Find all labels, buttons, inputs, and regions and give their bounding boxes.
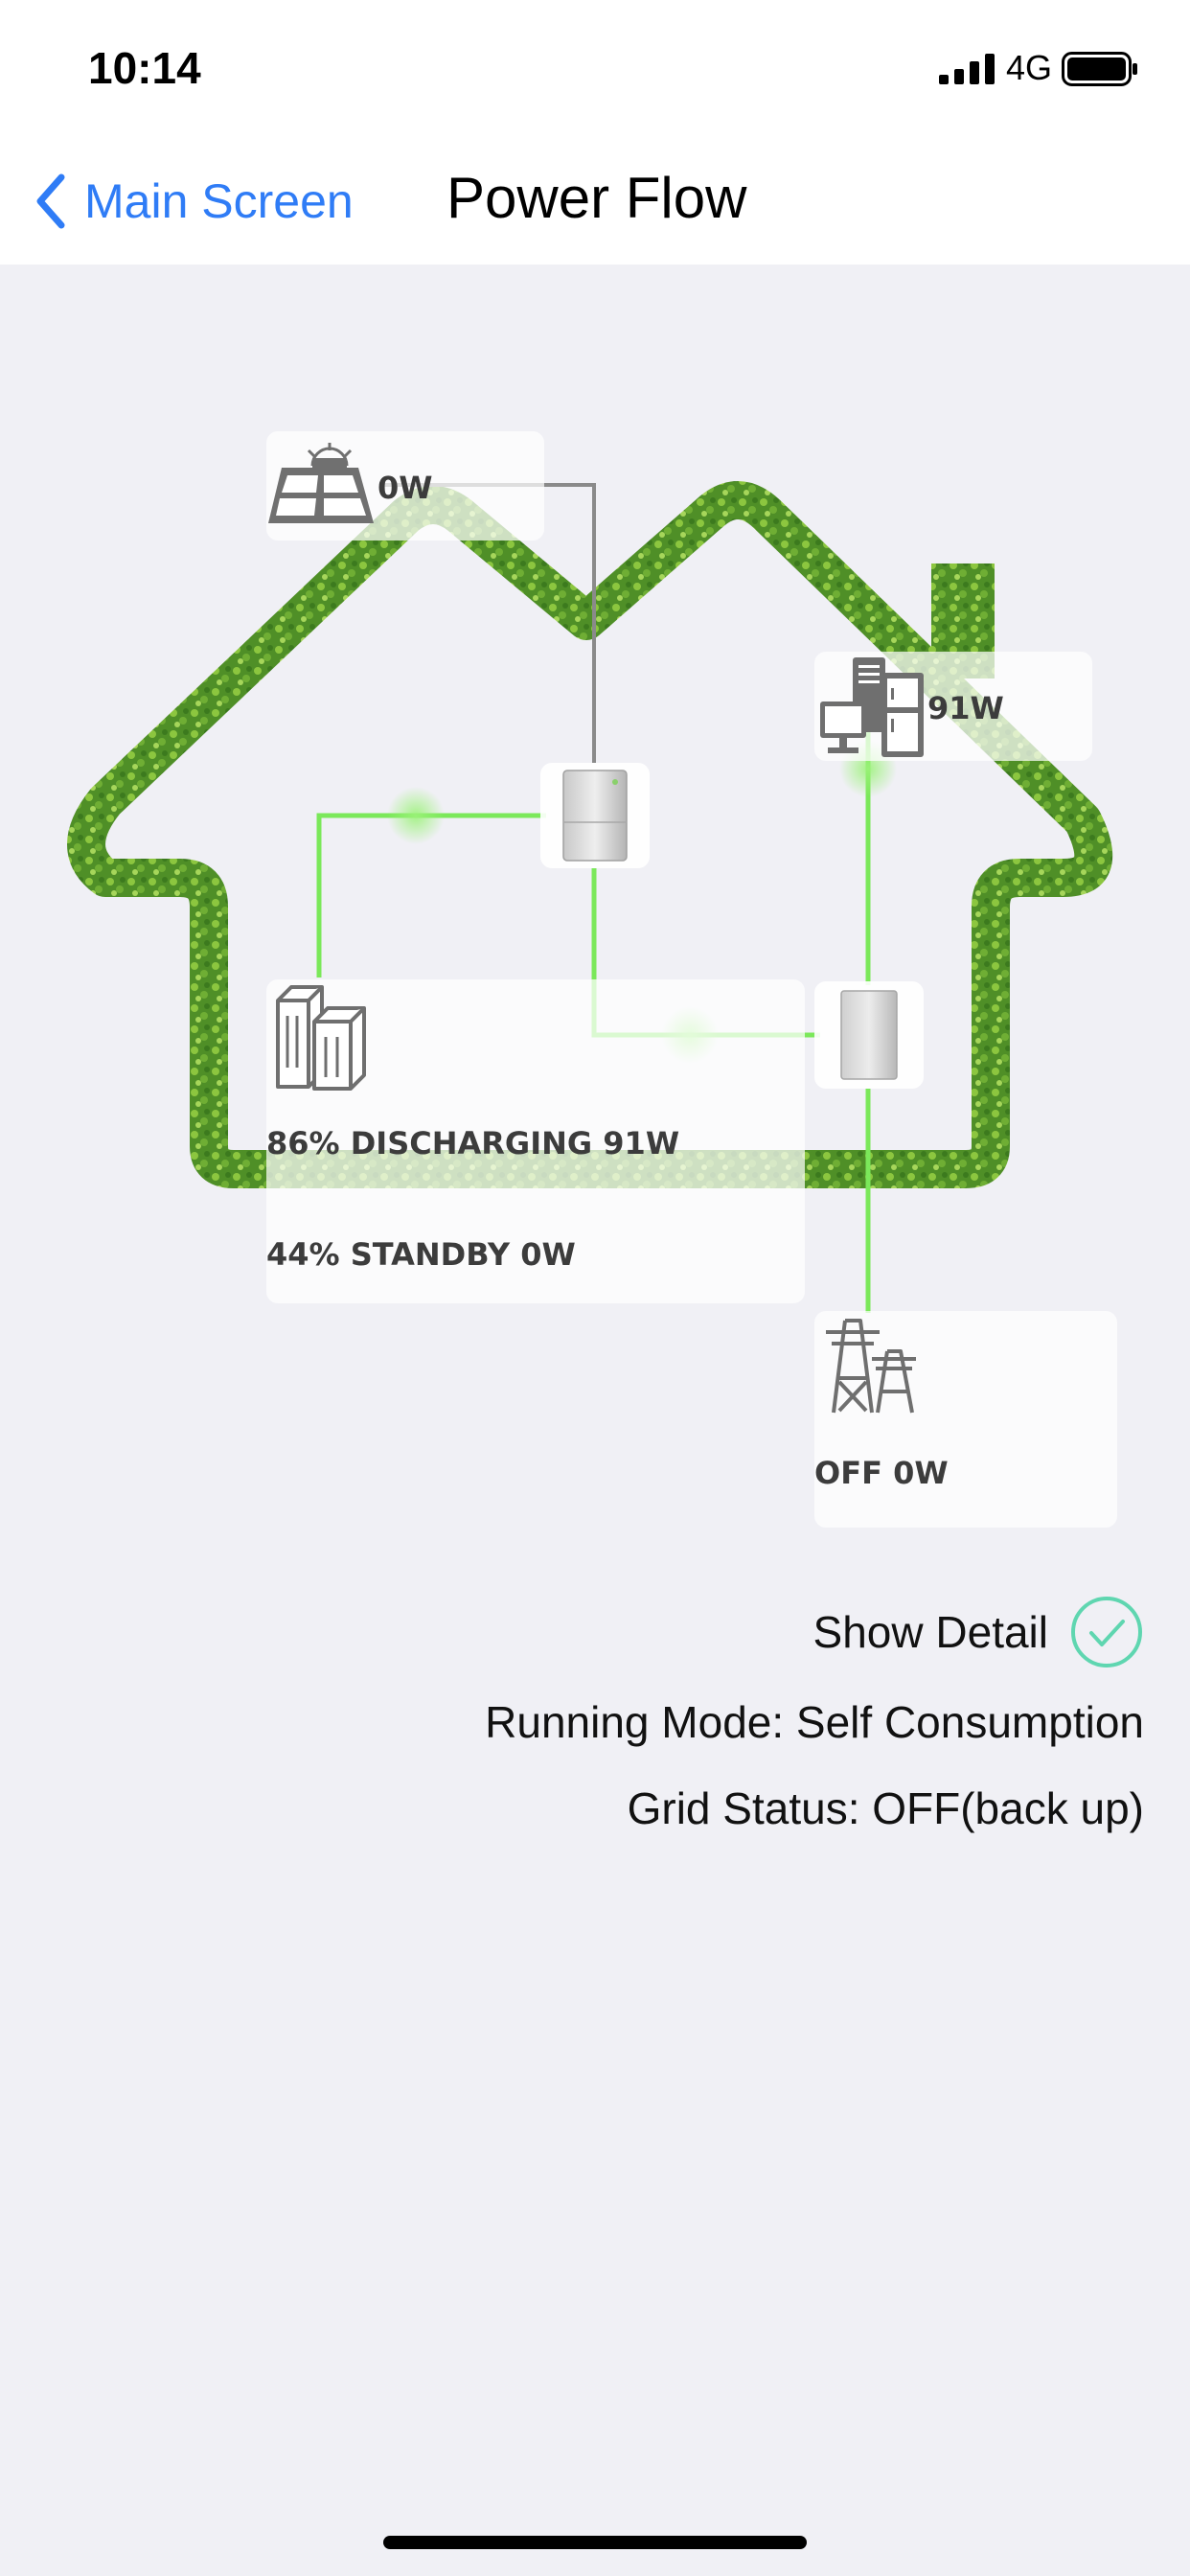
show-detail-label: Show Detail bbox=[812, 1607, 1048, 1657]
running-mode-text: Running Mode: Self Consumption bbox=[485, 1697, 1144, 1747]
battery-pack-icon bbox=[276, 985, 366, 1091]
home-load-card[interactable]: 91W bbox=[814, 652, 1092, 761]
show-detail-toggle[interactable]: Show Detail bbox=[813, 1595, 1144, 1669]
battery-card[interactable]: 86% DISCHARGING 91W 44% STANDBY 0W bbox=[266, 979, 805, 1303]
battery-status-icon bbox=[1062, 52, 1137, 86]
checkmark-circle-icon[interactable] bbox=[1069, 1595, 1144, 1669]
grid-status-value: OFF 0W bbox=[814, 1455, 949, 1491]
flow-dot bbox=[387, 787, 445, 844]
back-button[interactable]: Main Screen bbox=[34, 172, 354, 230]
gateway-icon bbox=[840, 990, 898, 1080]
power-tower-icon bbox=[826, 1319, 916, 1414]
home-indicator[interactable] bbox=[383, 2536, 807, 2549]
solar-power-value: 0W bbox=[378, 470, 433, 506]
inverter-card[interactable] bbox=[540, 763, 650, 868]
power-flow-diagram: 0W bbox=[0, 264, 1190, 1606]
grid-status-text: Grid Status: OFF(back up) bbox=[627, 1783, 1144, 1833]
page-title: Power Flow bbox=[446, 166, 747, 230]
house-outline bbox=[67, 481, 1113, 1188]
gateway-card[interactable] bbox=[814, 981, 924, 1089]
home-appliances-icon bbox=[820, 657, 924, 757]
status-time: 10:14 bbox=[88, 43, 201, 93]
grid-card[interactable]: OFF 0W bbox=[814, 1311, 1117, 1528]
solar-panel-icon bbox=[268, 443, 374, 523]
home-load-value: 91W bbox=[927, 690, 1004, 726]
solar-card[interactable]: 0W bbox=[266, 431, 544, 540]
nav-bar: Main Screen Power Flow bbox=[0, 134, 1190, 264]
chevron-left-icon bbox=[36, 173, 65, 229]
battery-1-status: 86% DISCHARGING 91W bbox=[266, 1125, 680, 1162]
inverter-icon bbox=[562, 770, 628, 862]
battery-2-status: 44% STANDBY 0W bbox=[266, 1236, 576, 1273]
network-type: 4G bbox=[1006, 48, 1053, 87]
cellular-signal-icon bbox=[939, 54, 995, 84]
status-bar: 10:14 4G bbox=[0, 0, 1190, 134]
back-label: Main Screen bbox=[84, 174, 354, 228]
battery-line bbox=[316, 813, 546, 978]
